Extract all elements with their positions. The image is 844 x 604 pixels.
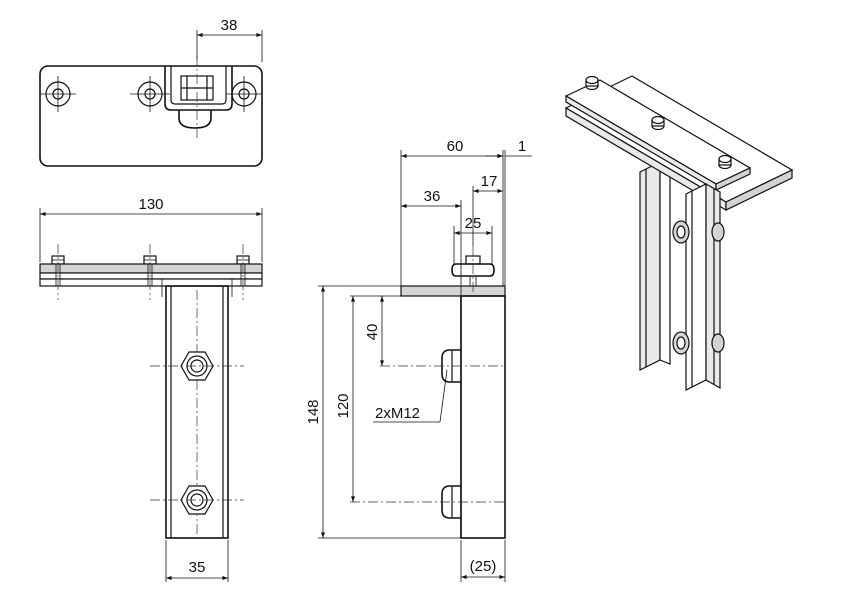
front-view: 130 <box>39 196 263 582</box>
dimension-35: 35 <box>165 540 229 582</box>
front-view-nut-upper <box>150 351 244 381</box>
iso-nut-upper <box>672 220 725 244</box>
iso-rail-back <box>639 161 671 371</box>
side-view-tbolt-lower <box>350 485 505 519</box>
dimension-60-label: 60 <box>447 138 464 155</box>
dimension-120: 120 <box>335 295 382 503</box>
dimension-17-label: 17 <box>481 173 498 190</box>
dimension-1-label: 1 <box>518 138 526 155</box>
top-view-hole-left <box>40 76 76 112</box>
dimension-40-label: 40 <box>364 324 381 341</box>
side-view: 60 1 36 17 25 <box>305 138 532 582</box>
isometric-view <box>564 75 794 391</box>
callout-thread-label: 2xM12 <box>375 405 420 422</box>
dimension-35-label: 35 <box>189 559 206 576</box>
dimension-25-paren: (25) <box>460 540 506 582</box>
dimension-130: 130 <box>39 196 263 262</box>
side-view-top-bolt <box>451 246 495 300</box>
dimension-36: 36 <box>400 188 462 296</box>
dimension-38-label: 38 <box>221 17 238 34</box>
top-view-hole-middle <box>130 76 170 112</box>
dimension-25-label: 25 <box>465 215 482 232</box>
dimension-36-label: 36 <box>424 188 441 205</box>
dimension-120-label: 120 <box>335 393 352 418</box>
dimension-38: 38 <box>196 17 263 62</box>
callout-thread: 2xM12 <box>373 369 448 423</box>
front-view-bolts <box>51 255 250 265</box>
top-view-channel-bracket <box>164 56 233 140</box>
dimension-25-paren-label: (25) <box>470 558 497 575</box>
dimension-148-label: 148 <box>305 399 322 424</box>
iso-bolt <box>651 115 665 131</box>
iso-bolt <box>585 75 599 91</box>
dimension-1: 1 <box>485 138 532 286</box>
front-view-nut-lower <box>150 485 244 515</box>
dimension-148: 148 <box>305 285 461 539</box>
dimension-17: 17 <box>472 173 504 246</box>
dimension-60: 60 <box>400 138 504 286</box>
dimension-25: 25 <box>453 215 493 264</box>
iso-rail-front <box>685 182 721 391</box>
side-view-tbolt-upper <box>380 349 505 383</box>
top-view: 38 <box>39 17 263 167</box>
iso-bolt <box>718 154 732 170</box>
front-view-rail <box>165 285 229 540</box>
dimension-130-label: 130 <box>138 196 163 213</box>
iso-plate-upper <box>564 75 752 192</box>
iso-nut-lower <box>672 331 725 355</box>
dimension-40: 40 <box>364 295 461 367</box>
